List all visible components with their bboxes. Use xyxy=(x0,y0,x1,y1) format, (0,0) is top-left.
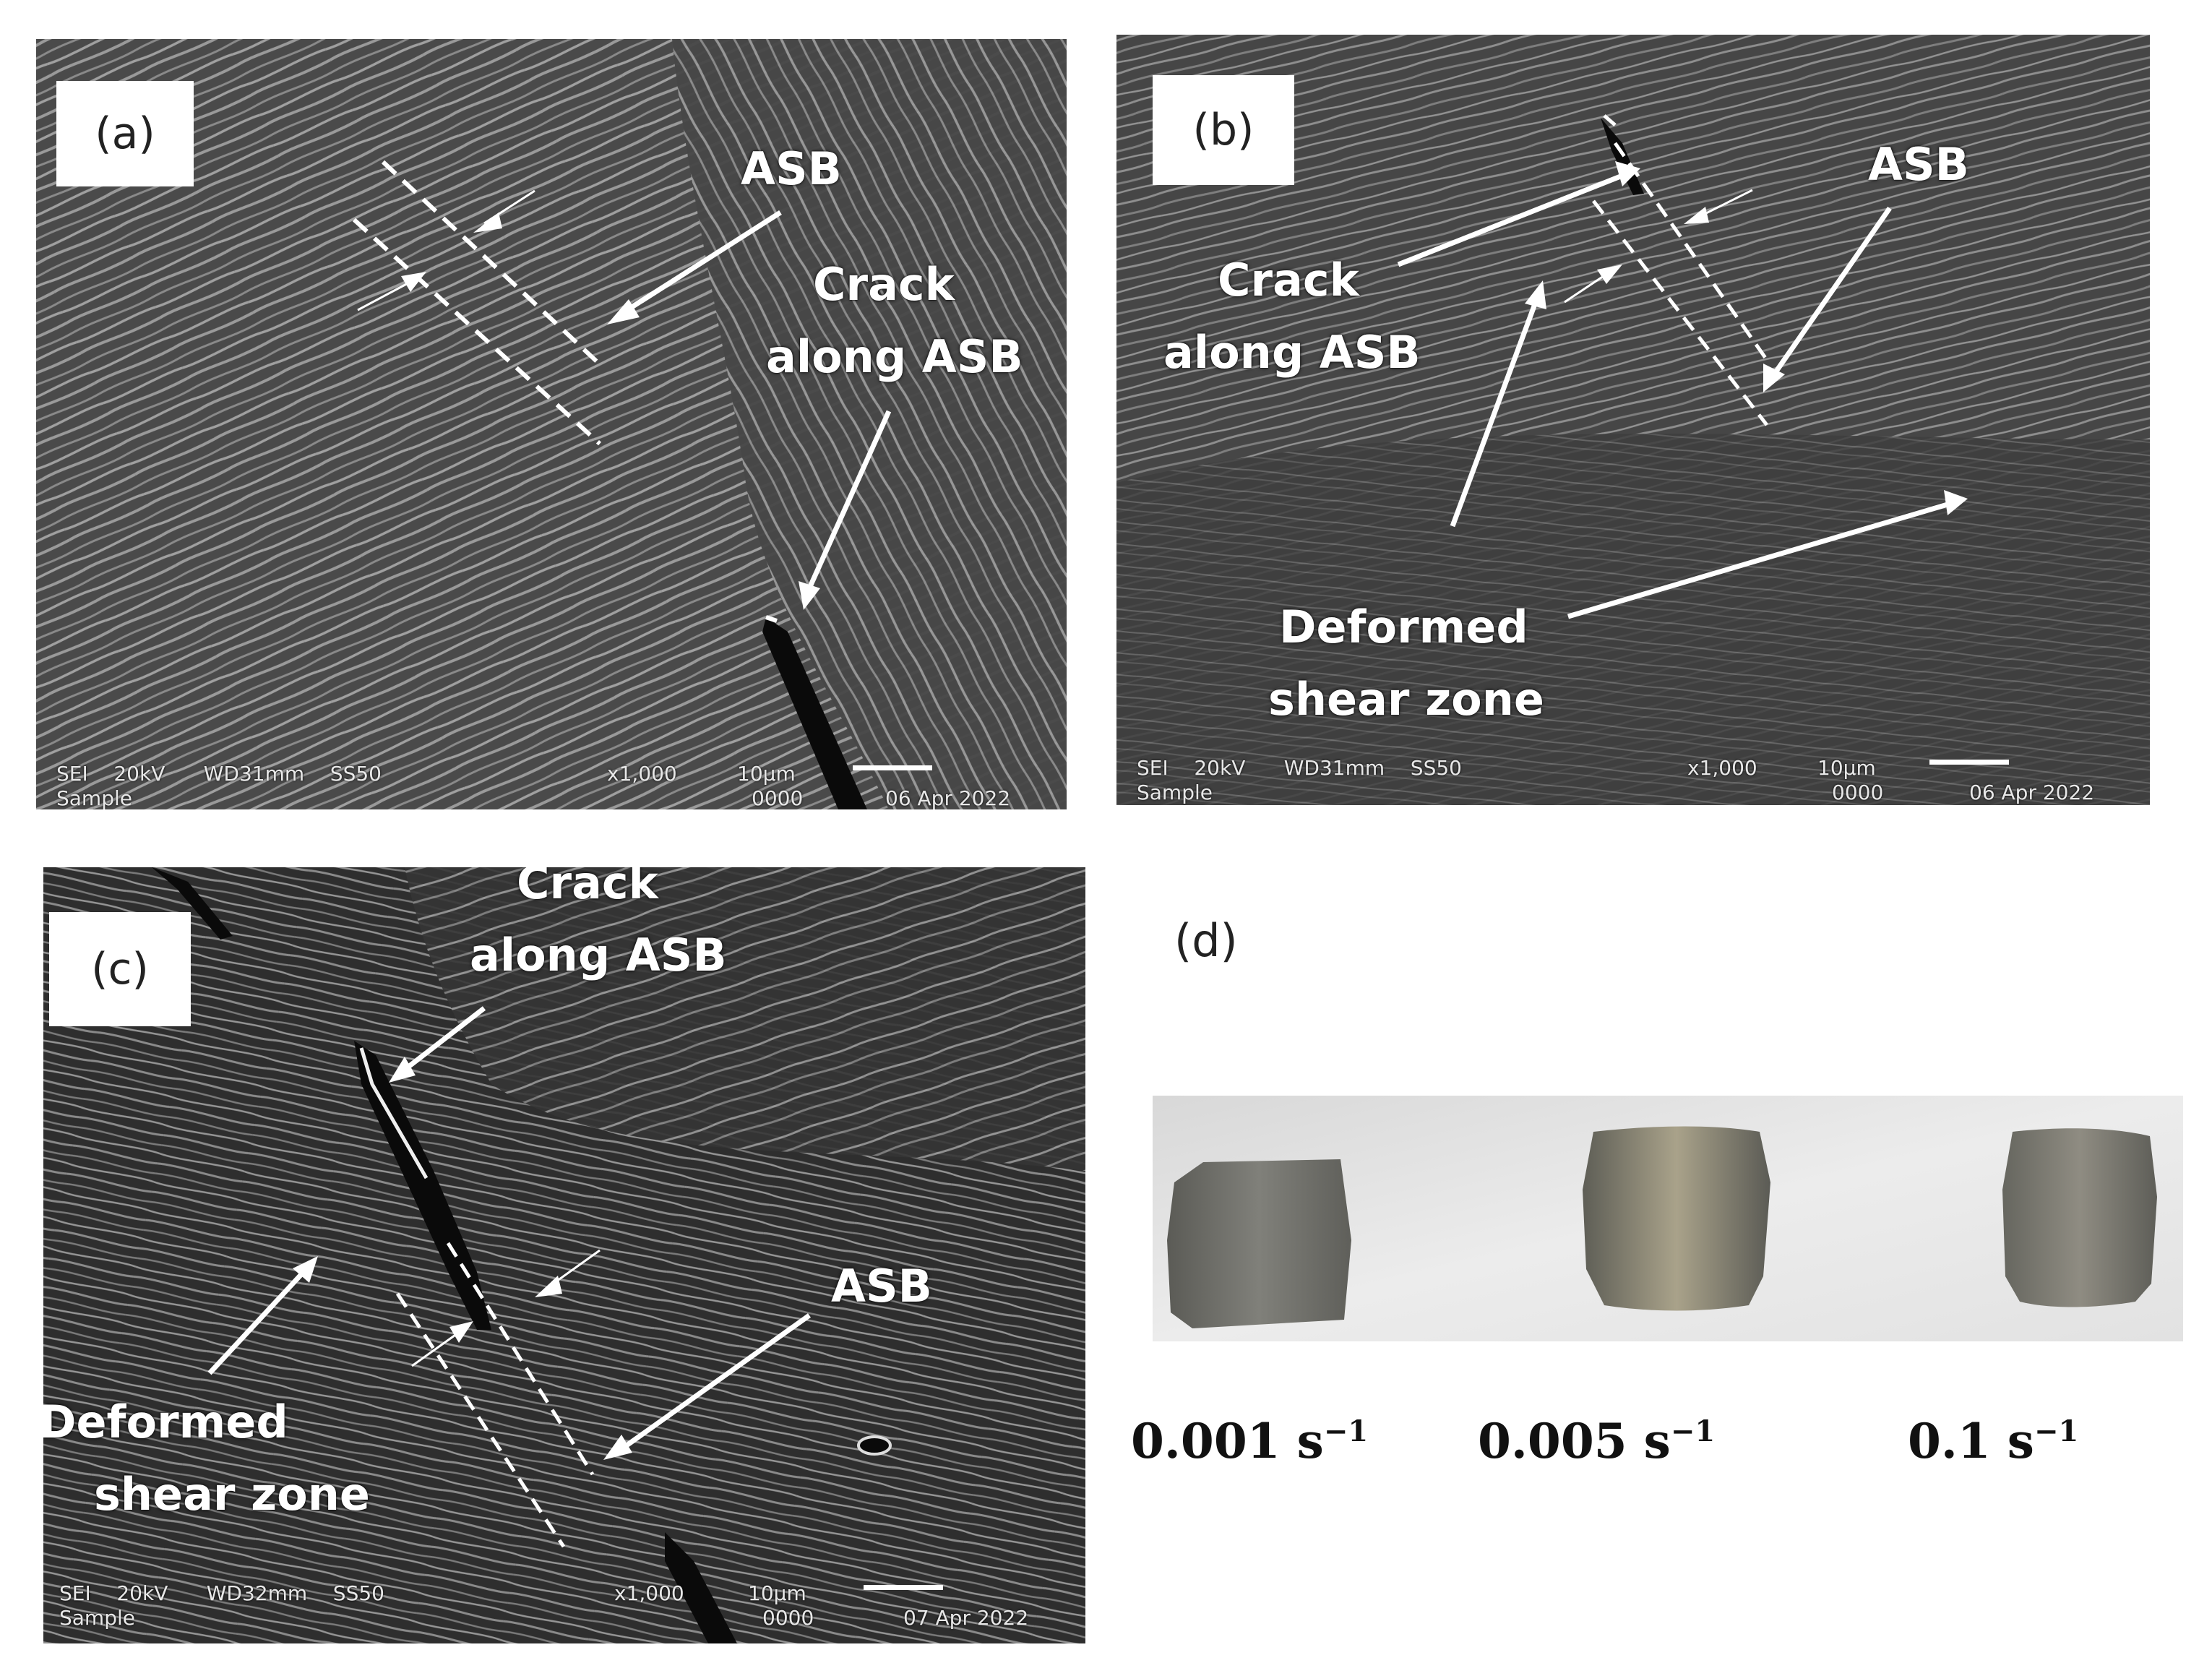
sem-image-a xyxy=(36,39,1067,809)
strain-rate-exp-3: −1 xyxy=(2034,1414,2079,1448)
zone-label-b-line1: Deformed xyxy=(1279,601,1528,653)
crack-shape-a xyxy=(762,617,867,809)
panel-label-d: (d) xyxy=(1174,914,1238,967)
sem-wd-b: WD31mm xyxy=(1283,756,1385,780)
void-c xyxy=(857,1435,892,1456)
sem-scale-c: 10μm xyxy=(748,1581,806,1605)
sem-kv-c: 20kV xyxy=(116,1581,168,1605)
sem-mag-b: x1,000 xyxy=(1687,756,1757,780)
sem-mag-a: x1,000 xyxy=(607,762,677,786)
specimen-photo xyxy=(1153,1096,2183,1341)
crack-label-c-line1: Crack xyxy=(517,867,658,909)
asb-label-a: ASB xyxy=(741,142,842,195)
strain-rate-exp-2: −1 xyxy=(1670,1414,1716,1448)
crack-label-c-line2: along ASB xyxy=(470,929,727,981)
sem-wd-c: WD32mm xyxy=(206,1581,308,1605)
sem-date-b: 06 Apr 2022 xyxy=(1969,781,2095,804)
strain-rate-value-2: 0.005 s xyxy=(1478,1413,1671,1469)
strain-rate-value-3: 0.1 s xyxy=(1908,1413,2034,1469)
sem-panel-a: (a) ASB Crack along ASB SEI 20kV WD31mm … xyxy=(36,39,1067,809)
sem-info-b: SEI 20kV WD31mm SS50 xyxy=(1137,756,1462,780)
sem-panel-b: (b) ASB Crack along ASB Deformed shear z… xyxy=(1116,35,2150,805)
sem-id-a: 0000 xyxy=(752,786,804,809)
sem-id-c: 0000 xyxy=(762,1606,814,1630)
crack-label-a-line1: Crack xyxy=(813,258,955,311)
sem-sample-b: Sample xyxy=(1137,781,1213,804)
specimen-photo-image xyxy=(1153,1096,2183,1341)
crack-shape-c-bottom xyxy=(665,1532,737,1643)
panel-label-b: (b) xyxy=(1153,75,1294,185)
sem-panel-c: (c) Crack along ASB ASB Deformed shear z… xyxy=(43,867,1085,1643)
specimen-01 xyxy=(2002,1128,2157,1307)
panel-label-a: (a) xyxy=(56,81,194,186)
sem-id-b: 0000 xyxy=(1832,781,1884,804)
panel-label-c: (c) xyxy=(49,912,191,1026)
sem-ss-a: SS50 xyxy=(330,762,382,786)
scale-bar-a xyxy=(853,765,932,770)
sem-ss-c: SS50 xyxy=(332,1581,384,1605)
sem-scale-a: 10μm xyxy=(737,762,796,786)
crack-label-b-line1: Crack xyxy=(1218,254,1359,306)
strain-rate-exp-1: −1 xyxy=(1323,1414,1369,1448)
sem-mode-a: SEI xyxy=(56,762,88,786)
scale-bar-c xyxy=(864,1585,943,1590)
specimen-0001 xyxy=(1167,1159,1351,1328)
sem-mode-b: SEI xyxy=(1137,756,1169,780)
strain-rate-value-1: 0.001 s xyxy=(1131,1413,1324,1469)
sem-wd-a: WD31mm xyxy=(203,762,305,786)
zone-label-c-line2: shear zone xyxy=(94,1468,370,1521)
crack-shape-c-top xyxy=(152,867,233,940)
sem-ss-b: SS50 xyxy=(1410,756,1462,780)
sem-kv-b: 20kV xyxy=(1194,756,1246,780)
sem-date-c: 07 Apr 2022 xyxy=(903,1606,1029,1630)
asb-label-c: ASB xyxy=(831,1260,932,1312)
sem-sample-a: Sample xyxy=(56,786,132,809)
zone-label-c-line1: Deformed xyxy=(43,1396,288,1448)
zone-label-b-line2: shear zone xyxy=(1268,673,1544,726)
sem-date-a: 06 Apr 2022 xyxy=(885,786,1011,809)
sem-mag-c: x1,000 xyxy=(614,1581,684,1605)
strain-rate-label-2: 0.005 s−1 xyxy=(1478,1413,1715,1469)
specimen-0005 xyxy=(1583,1126,1770,1311)
sem-sample-c: Sample xyxy=(59,1606,135,1630)
sem-mode-c: SEI xyxy=(59,1581,91,1605)
sem-info-a: SEI 20kV WD31mm SS50 xyxy=(56,762,382,786)
strain-rate-label-1: 0.001 s−1 xyxy=(1131,1413,1368,1469)
asb-label-b: ASB xyxy=(1868,138,1969,191)
sem-image-c xyxy=(43,867,1085,1643)
sem-scale-b: 10μm xyxy=(1817,756,1876,780)
scale-bar-b xyxy=(1929,760,2009,765)
crack-label-b-line2: along ASB xyxy=(1163,326,1421,379)
crack-label-a-line2: along ASB xyxy=(766,330,1023,383)
sem-kv-a: 20kV xyxy=(113,762,165,786)
strain-rate-label-3: 0.1 s−1 xyxy=(1908,1413,2078,1469)
sem-info-c: SEI 20kV WD32mm SS50 xyxy=(59,1581,384,1605)
